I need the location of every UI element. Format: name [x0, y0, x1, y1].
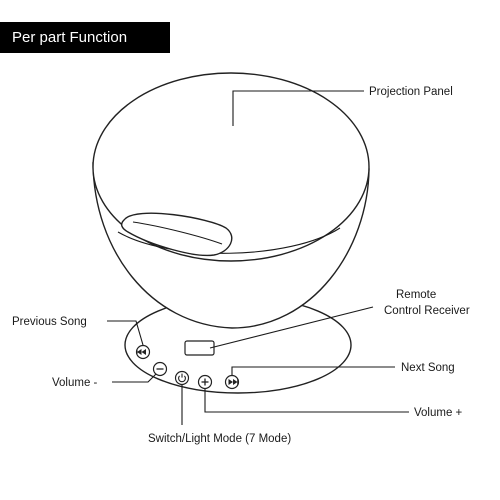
volume-minus-button[interactable]: [152, 361, 168, 377]
label-projection-panel: Projection Panel: [369, 86, 453, 98]
power-icon: [178, 373, 186, 383]
leader-next-song: [231, 366, 395, 375]
label-remote-line2: Control Receiver: [384, 305, 470, 317]
bowl-rim-accent: [117, 227, 341, 254]
switch-light-mode-button[interactable]: [174, 370, 190, 386]
side-window: [120, 212, 233, 257]
leader-previous-song: [107, 320, 144, 346]
leader-volume-plus: [204, 389, 409, 413]
leader-projection-panel: [232, 90, 364, 126]
label-previous-song: Previous Song: [12, 316, 87, 328]
volume-plus-button[interactable]: [197, 374, 213, 390]
next-song-icon: [228, 379, 239, 385]
next-song-button[interactable]: [224, 374, 240, 390]
previous-song-icon: [136, 349, 146, 355]
label-volume-plus: Volume +: [414, 407, 463, 419]
label-remote-line1: Remote: [396, 289, 436, 301]
label-next-song: Next Song: [401, 362, 455, 374]
remote-control-receiver: [184, 340, 215, 356]
label-switch-light-mode: Switch/Light Mode (7 Mode): [148, 433, 291, 445]
leader-volume-minus: [112, 373, 157, 383]
side-window-inner: [132, 221, 223, 245]
label-volume-minus: Volume -: [52, 377, 98, 389]
page-title: Per part Function: [0, 22, 170, 53]
previous-song-button[interactable]: [135, 344, 151, 360]
volume-plus-icon: [201, 378, 209, 386]
leader-remote-receiver: [209, 306, 374, 349]
